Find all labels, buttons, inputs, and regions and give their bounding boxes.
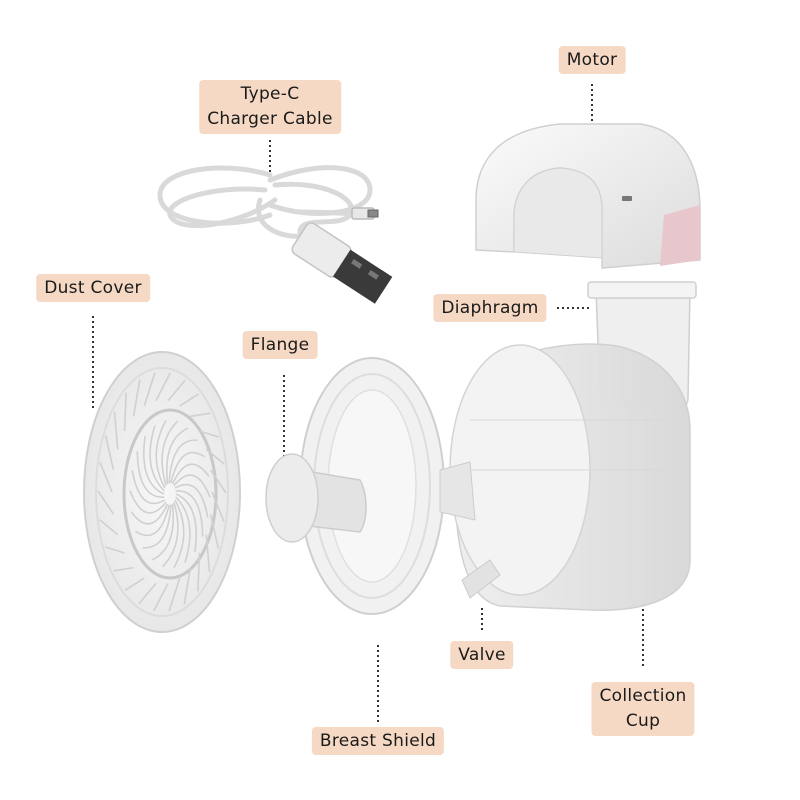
charger-label-line2: Charger Cable — [207, 109, 333, 129]
breast-shield-label: Breast Shield — [311, 727, 445, 755]
flange-part — [265, 453, 367, 543]
swirl-pattern — [97, 372, 227, 612]
valve-part — [461, 559, 501, 599]
flange-label: Flange — [242, 331, 318, 359]
dust-cover-label: Dust Cover — [36, 274, 150, 302]
collection-cup-part — [449, 343, 691, 611]
diaphragm-label: Diaphragm — [433, 294, 547, 322]
motor-pink-accent — [660, 205, 700, 266]
collection-cup-label: Collection Cup — [591, 682, 695, 736]
collection-label-line2: Cup — [625, 711, 661, 731]
charger-cable-label: Type-C Charger Cable — [199, 80, 341, 134]
charger-cable — [157, 165, 379, 239]
charger-label-line1: Type-C — [240, 84, 300, 104]
collection-label-line1: Collection — [599, 686, 687, 706]
motor-label: Motor — [558, 46, 626, 74]
dust-cover-part — [83, 351, 241, 633]
leader-lines — [92, 84, 644, 722]
valve-label: Valve — [450, 641, 514, 669]
usb-port-icon — [622, 196, 632, 201]
breast-shield-part — [299, 357, 476, 615]
motor-part — [475, 123, 701, 269]
usb-a-plug — [291, 222, 393, 304]
